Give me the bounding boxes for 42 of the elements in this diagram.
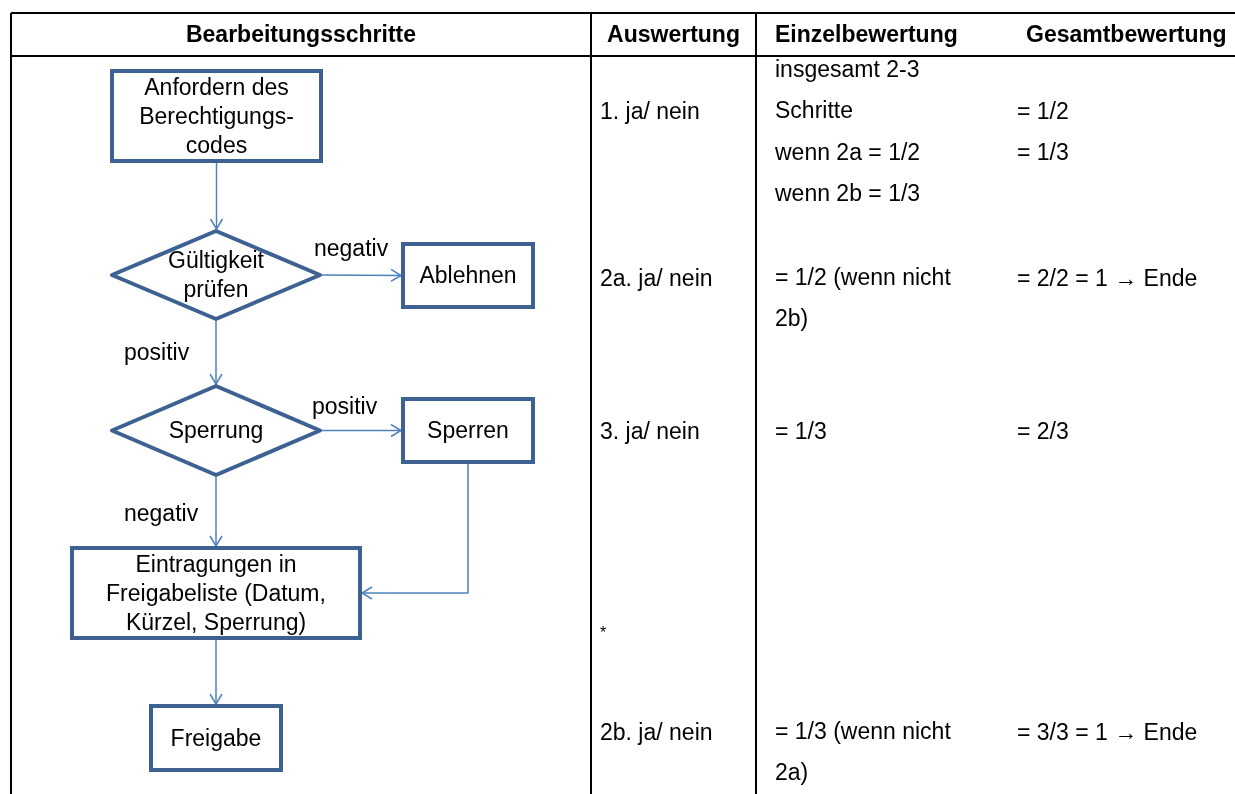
process-box <box>401 397 535 464</box>
table-cell-text: wenn 2b = 1/3 <box>775 178 922 208</box>
table-cell-text: 3. ja/ nein <box>600 416 701 446</box>
table-cell-text: = 3/3 = 1 → Ende <box>1017 717 1199 747</box>
step-text: Freigabe <box>170 723 262 753</box>
column-header: Auswertung <box>606 21 741 47</box>
arrow <box>209 476 223 547</box>
process-box <box>401 242 535 309</box>
step-text: Sperren <box>427 416 509 445</box>
edge-label: negativ <box>124 500 199 526</box>
table-cell-text: = 1/2 (wenn nicht 2b) <box>775 263 952 333</box>
column-header: Einzelbewertung <box>775 21 959 47</box>
table-cell-text: 2b. ja/ nein <box>600 717 714 747</box>
decision-text: Sperrung <box>168 416 264 445</box>
process-box <box>70 546 362 640</box>
table-cell-text: = 1/3 <box>775 416 828 446</box>
table-cell-text: wenn 2a = 1/2 <box>775 137 922 167</box>
process-box <box>110 69 323 163</box>
arrow <box>321 423 402 438</box>
column-header: Bearbeitungsschritte <box>184 21 418 47</box>
arrow <box>209 320 223 385</box>
table-cell-text: 2a. ja/ nein <box>600 263 714 293</box>
table-cell-text: = 1/3 (wenn nicht 2a) <box>775 717 952 787</box>
process-box <box>149 704 283 772</box>
column-header: Gesamtbewertung <box>1026 21 1228 47</box>
edge-label: positiv <box>124 339 190 365</box>
table-cell-text: = 2/3 <box>1017 416 1070 446</box>
arrow <box>209 639 223 705</box>
step-text: Eintragungen in Freigabeliste (Datum, Kürzel, Sperrung) <box>105 549 327 637</box>
table-cell-text: = 1/2 <box>1017 96 1070 126</box>
table-cell-text: = 1/3 <box>1017 137 1070 167</box>
decision-text: Gültigkeit prüfen <box>167 246 265 304</box>
table-cell-text: = 2/2 = 1 → Ende <box>1017 263 1199 293</box>
table-cell-text: 1. ja/ nein <box>600 96 701 126</box>
step-text: Ablehnen <box>419 261 517 290</box>
edge-label: negativ <box>314 235 389 261</box>
table-cell-text: * <box>600 622 608 643</box>
step-text: Anfordern des Berechtigungs-codes <box>138 72 295 160</box>
arrow <box>209 162 224 230</box>
arrow <box>321 268 402 283</box>
edge-label: positiv <box>312 393 378 419</box>
arrow <box>361 463 469 600</box>
